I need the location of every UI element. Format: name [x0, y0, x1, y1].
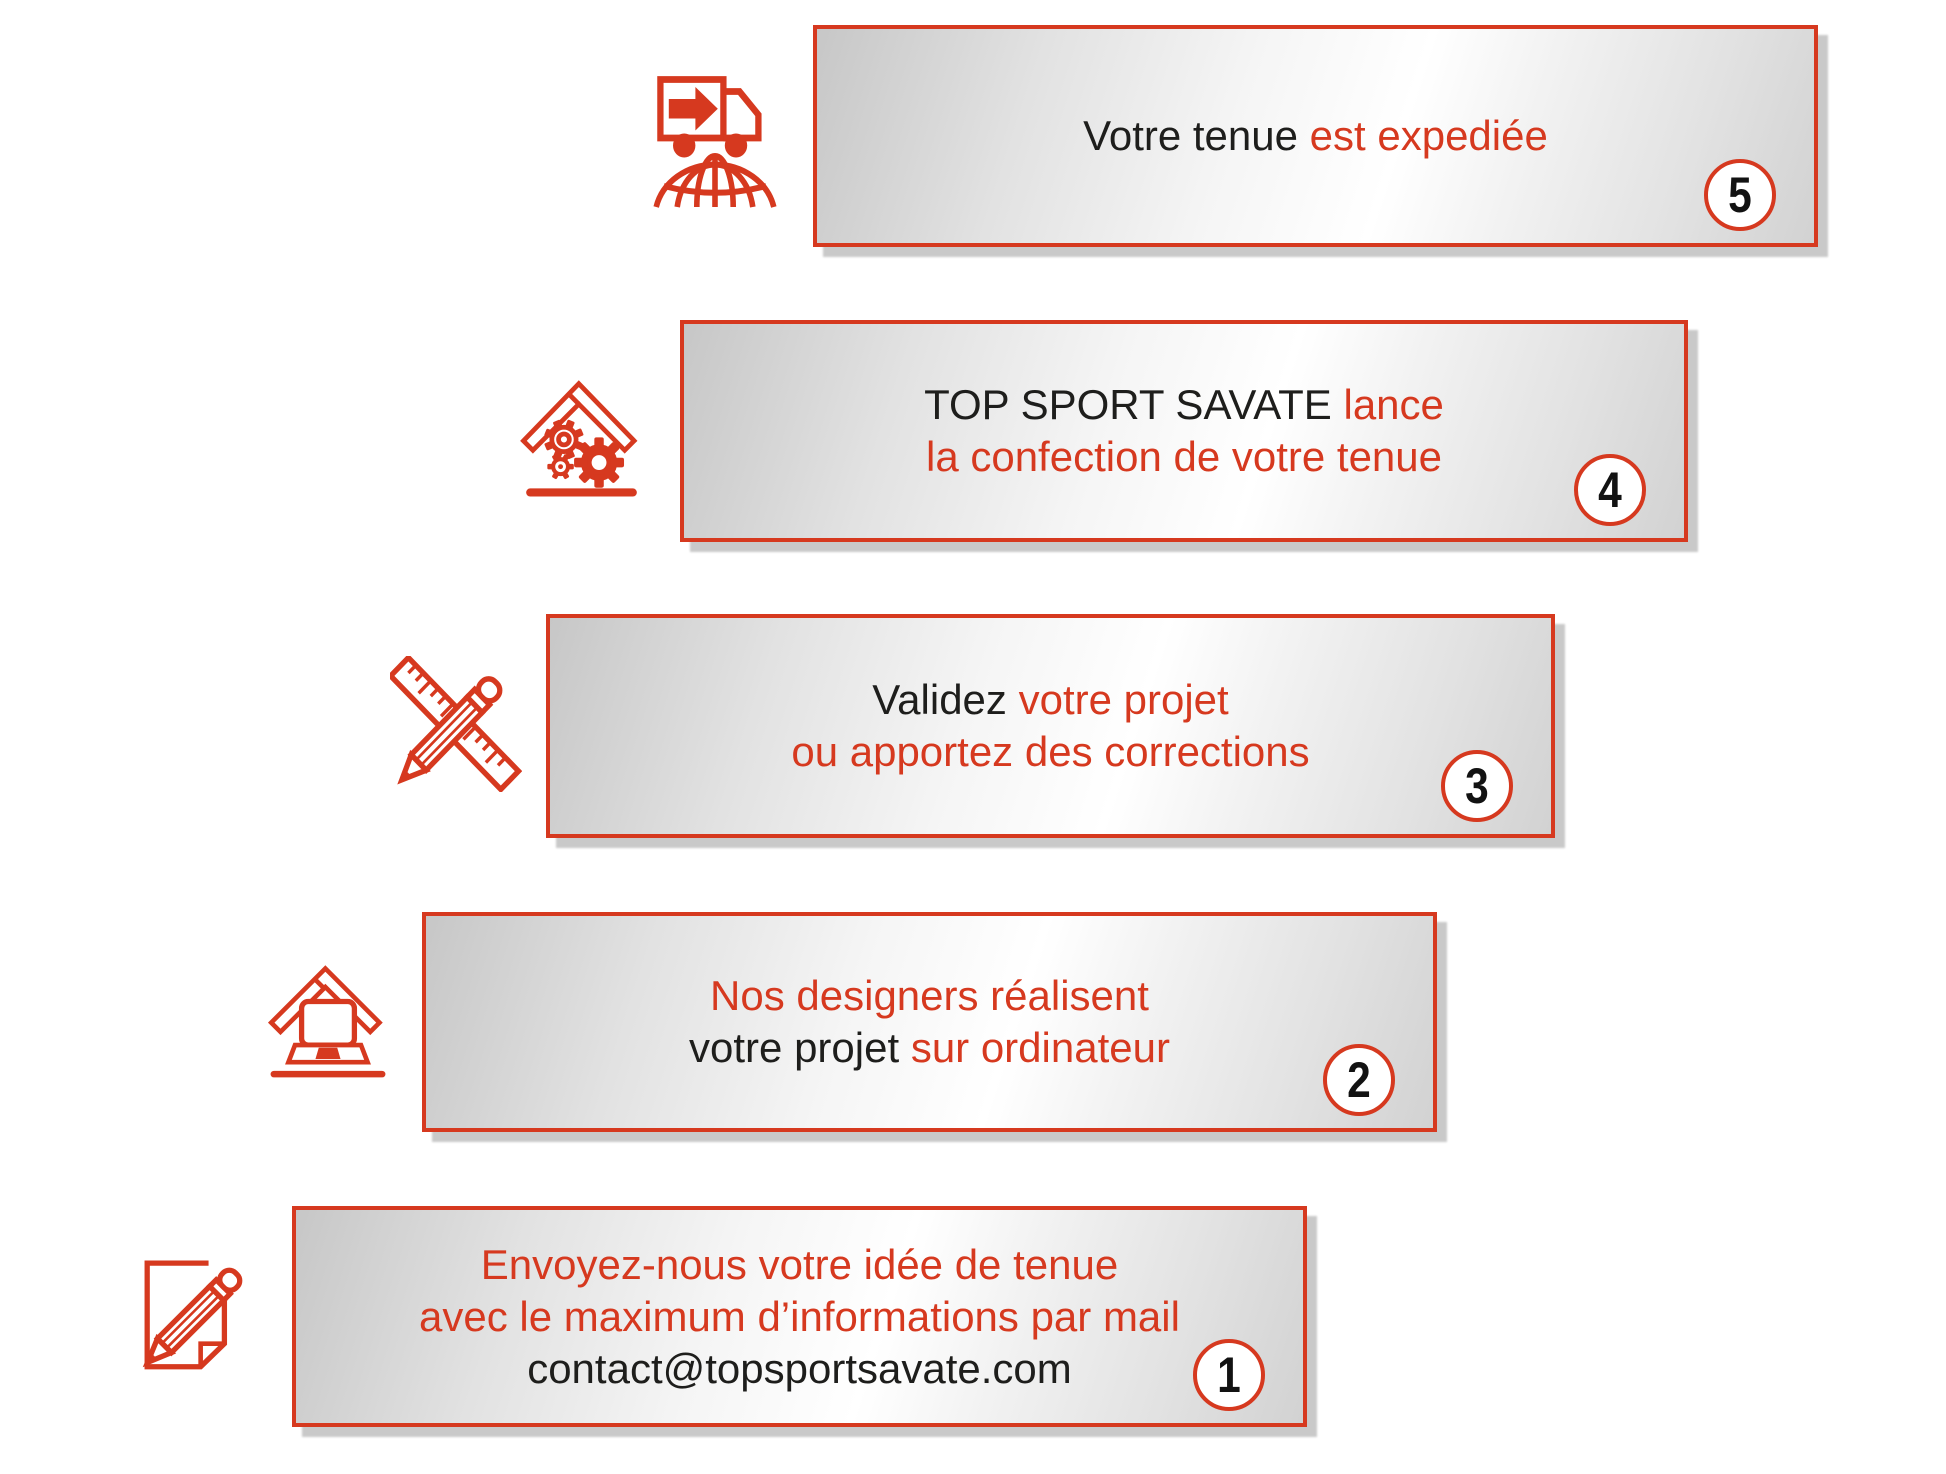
step-1-line-2: avec le maximum d’informations par mail	[419, 1292, 1180, 1340]
step-5-number-badge: 5	[1704, 159, 1776, 231]
step-3-line-2: ou apportez des corrections	[791, 728, 1310, 775]
step-2-line-2: votre projet sur ordinateur	[689, 1024, 1170, 1071]
step-1-text: Envoyez-nous votre idée de tenue avec le…	[419, 1239, 1180, 1395]
step-5-text: Votre tenue est expediée	[1083, 110, 1548, 162]
step-5-line-1: Votre tenue est expediée	[1083, 112, 1548, 159]
step-2-text: Nos designers réalisent votre projet sur…	[689, 970, 1170, 1074]
step-4-line-1: TOP SPORT SAVATE lance	[924, 381, 1444, 428]
step-4-box: TOP SPORT SAVATE lance la confection de …	[680, 320, 1688, 542]
step-1-number-badge: 1	[1193, 1339, 1265, 1411]
step-5-box: Votre tenue est expediée 5	[813, 25, 1818, 247]
step-3-box: Validez votre projet ou apportez des cor…	[546, 614, 1555, 838]
step-4-line-2: la confection de votre tenue	[925, 433, 1443, 480]
step-3-text: Validez votre projet ou apportez des cor…	[791, 674, 1309, 778]
step-3-line-1: Validez votre projet	[872, 676, 1229, 723]
house-laptop-icon	[262, 954, 394, 1086]
delivery-truck-globe-icon	[645, 60, 785, 210]
step-2-number-badge: 2	[1323, 1044, 1395, 1116]
step-2-box: Nos designers réalisent votre projet sur…	[422, 912, 1437, 1132]
step-1-line-3: contact@topsportsavate.com	[527, 1344, 1072, 1392]
step-3-number-badge: 3	[1441, 750, 1513, 822]
workshop-gears-icon	[514, 366, 649, 502]
step-4-number-badge: 4	[1574, 454, 1646, 526]
step-2-line-1: Nos designers réalisent	[710, 972, 1149, 1019]
step-4-text: TOP SPORT SAVATE lance la confection de …	[924, 379, 1444, 483]
step-1-line-1: Envoyez-nous votre idée de tenue	[480, 1240, 1119, 1288]
step-1-box: Envoyez-nous votre idée de tenue avec le…	[292, 1206, 1307, 1427]
memo-pencil-icon	[132, 1246, 264, 1378]
ruler-pencil-cross-icon	[390, 656, 522, 792]
